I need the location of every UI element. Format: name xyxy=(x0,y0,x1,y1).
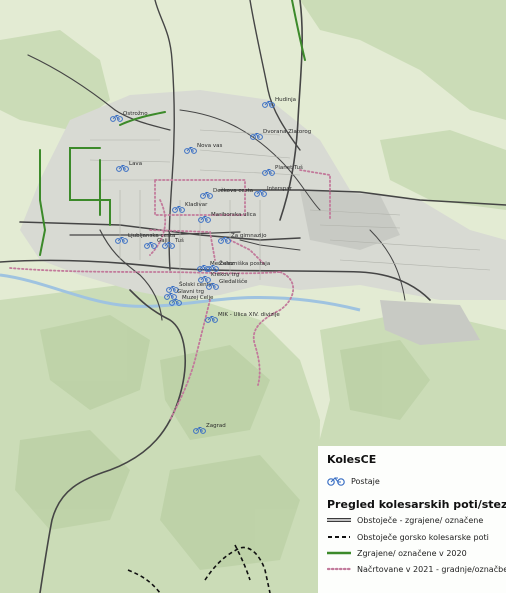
legend-row-planned2021: Načrtovane v 2021 - gradnje/označbe xyxy=(327,563,506,575)
station-label: Nova vas xyxy=(197,143,222,149)
map-legend: KolesCE Postaje Pregled kolesarskih poti… xyxy=(318,446,506,593)
legend-row-stations: Postaje xyxy=(327,475,380,487)
station-label: Mariborska ulica xyxy=(211,212,256,218)
station-label: Železniška postaja xyxy=(219,259,270,267)
station-tu-[interactable]: Tuš xyxy=(162,237,184,249)
bicycle-icon xyxy=(184,146,197,154)
station-label: Mercator xyxy=(210,261,235,267)
bicycle-icon xyxy=(198,215,211,223)
bicycle-icon xyxy=(169,298,182,306)
bicycle-icon xyxy=(206,264,219,272)
station-label: Muzej Celje xyxy=(182,295,214,301)
station-mariborska-ulica[interactable]: Mariborska ulica xyxy=(198,212,256,223)
legend-label-stations: Postaje xyxy=(351,476,380,486)
planned-2021-swatch xyxy=(327,567,351,571)
station-label: Interspar xyxy=(267,186,293,192)
station-label: Gaji xyxy=(157,238,168,244)
station-gaji[interactable]: Gaji xyxy=(144,238,169,249)
station-label: Ostrožno xyxy=(123,110,148,117)
station-label: Za gimnazijo xyxy=(231,233,267,239)
relief-shading xyxy=(15,315,430,570)
station-label: Krekov trg xyxy=(211,272,239,278)
bicycle-icon xyxy=(166,285,179,293)
station-label: Lava xyxy=(129,161,142,167)
station-interspar[interactable]: Interspar xyxy=(254,186,293,197)
station-label: Dvorana Zlatorog xyxy=(263,129,311,135)
station-nova-vas[interactable]: Nova vas xyxy=(184,143,223,154)
station-planet-tu-[interactable]: Planet Tuš xyxy=(262,164,303,176)
bicycle-icon xyxy=(116,164,129,172)
bicycle-icon xyxy=(262,100,275,108)
built-2020-swatch xyxy=(327,551,351,555)
legend-label-planned2021: Načrtovane v 2021 - gradnje/označbe xyxy=(357,564,506,574)
bicycle-icon xyxy=(205,315,218,323)
legend-row-existing: Obstoječe - zgrajene/ označene xyxy=(327,514,483,526)
bicycle-icon xyxy=(162,241,175,249)
station-label: Šolski center xyxy=(179,281,215,288)
legend-label-existing: Obstoječe - zgrajene/ označene xyxy=(357,515,484,525)
legend-title: KolesCE xyxy=(327,453,377,466)
bicycle-icon xyxy=(110,114,123,122)
station-ostro-no[interactable]: Ostrožno xyxy=(110,110,149,122)
station-za-gimnazijo[interactable]: Za gimnazijo xyxy=(218,233,267,244)
bicycle-icon xyxy=(250,132,263,140)
station-ljubljanska-cesta[interactable]: Ljubljanska cesta xyxy=(115,233,176,244)
station-label: Glavni trg xyxy=(177,289,204,295)
station-label: Gledališče xyxy=(219,278,248,285)
station-label: Zagrad xyxy=(206,423,226,429)
station-mik-ulica-xiv-divizije[interactable]: MIK - Ulica XIV. divizije xyxy=(205,312,281,323)
savinja-river xyxy=(0,273,361,312)
station-label: Planet Tuš xyxy=(275,164,303,171)
station-glavni-trg[interactable]: Glavni trg xyxy=(164,289,204,300)
bicycle-icon xyxy=(144,241,157,249)
bicycle-icon xyxy=(218,236,231,244)
station-lava[interactable]: Lava xyxy=(116,161,142,172)
legend-row-mountain: Obstoječe gorsko kolesarske poti xyxy=(327,531,489,543)
existing-route-swatch xyxy=(327,518,351,522)
bicycle-icon xyxy=(172,205,185,213)
routes-planned-2021 xyxy=(9,169,331,421)
station-label: Kladivar xyxy=(185,202,208,208)
bicycle-icon xyxy=(206,282,219,290)
station-label: Hudinja xyxy=(275,97,296,103)
legend-row-built2020: Zgrajene/ označene v 2020 xyxy=(327,547,467,559)
legend-routes-title: Pregled kolesarskih poti/stez xyxy=(327,498,506,511)
bicycle-icon xyxy=(115,236,128,244)
bicycle-icon xyxy=(193,426,206,434)
bicycle-icon xyxy=(262,168,275,176)
station-kladivar[interactable]: Kladivar xyxy=(172,202,209,213)
routes-built-2020 xyxy=(39,0,306,256)
bicycle-icon xyxy=(198,275,211,283)
station-label: Ljubljanska cesta xyxy=(128,233,175,239)
station-label: MIK - Ulica XIV. divizije xyxy=(218,312,280,318)
bicycle-icon xyxy=(164,292,177,300)
station-de-kova-cesta[interactable]: Dečkova cesta xyxy=(200,187,254,199)
mountain-route-swatch xyxy=(328,536,350,538)
station-gledali-e[interactable]: Gledališče xyxy=(206,278,248,290)
station-dvorana-zlatorog[interactable]: Dvorana Zlatorog xyxy=(250,129,312,140)
station-label: Dečkova cesta xyxy=(213,187,253,194)
station--olski-center[interactable]: Šolski center xyxy=(166,281,216,293)
station-krekov-trg[interactable]: Krekov trg xyxy=(198,272,240,283)
legend-label-built2020: Zgrajene/ označene v 2020 xyxy=(357,548,467,558)
station-hudinja[interactable]: Hudinja xyxy=(262,97,296,108)
bicycle-icon xyxy=(254,189,267,197)
station-zagrad[interactable]: Zagrad xyxy=(193,423,226,434)
mountain-bike-trails xyxy=(127,544,271,593)
station--elezni-ka-postaja[interactable]: Železniška postaja xyxy=(206,259,271,272)
legend-label-mountain: Obstoječe gorsko kolesarske poti xyxy=(357,532,489,542)
bicycle-icon xyxy=(200,191,213,199)
station-muzej-celje[interactable]: Muzej Celje xyxy=(169,295,214,306)
bicycle-icon xyxy=(327,477,345,486)
station-label: Tuš xyxy=(174,237,184,244)
